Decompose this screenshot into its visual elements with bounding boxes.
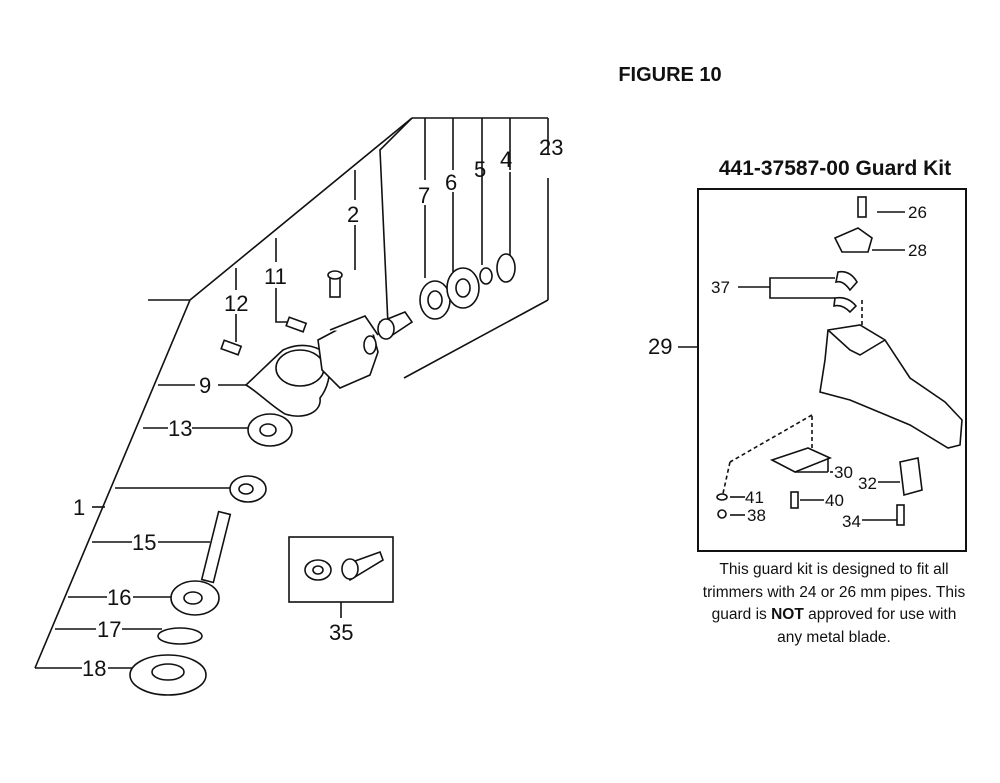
callout-6: 6 <box>445 170 457 195</box>
guard-kit-parts <box>678 196 963 526</box>
kit-note-text: This guard kit is designed to fit all tr… <box>702 561 966 623</box>
callout-9: 9 <box>199 373 211 398</box>
leader-lines <box>34 117 549 669</box>
kit-note-text-end: approved for use with any metal blade. <box>777 606 957 646</box>
callout-4: 4 <box>500 147 512 172</box>
callout-12: 12 <box>224 291 248 316</box>
kit-note-emphasis: NOT <box>771 606 804 623</box>
callout-34: 34 <box>842 512 861 531</box>
callout-1: 1 <box>73 495 85 520</box>
callout-7: 7 <box>418 183 430 208</box>
callout-40: 38 <box>747 506 766 525</box>
callout-28: 28 <box>908 241 927 260</box>
callout-37: 37 <box>711 278 730 297</box>
guard-kit-title: 441-37587-00 Guard Kit <box>718 157 952 180</box>
callout-32: 32 <box>858 474 877 493</box>
callout-numbers: 23 4 5 6 7 2 11 12 9 13 1 15 16 17 18 35… <box>73 135 927 681</box>
callout-29: 29 <box>648 334 672 359</box>
callout-18: 18 <box>82 656 106 681</box>
guard-kit-frame <box>697 188 967 552</box>
callout-15: 15 <box>132 530 156 555</box>
callout-2: 2 <box>347 202 359 227</box>
callout-11: 11 <box>264 264 287 289</box>
callout-17: 17 <box>97 617 121 642</box>
callout-16: 16 <box>107 585 131 610</box>
callout-13: 13 <box>168 416 192 441</box>
callout-38: 40 <box>825 491 844 510</box>
gear-head-assembly <box>129 253 516 696</box>
callout-5: 5 <box>474 157 486 182</box>
callout-30: 30 <box>834 463 853 482</box>
callout-23: 23 <box>539 135 563 160</box>
figure-title: FIGURE 10 <box>618 64 722 86</box>
guard-kit-note: This guard kit is designed to fit all tr… <box>698 559 970 649</box>
callout-41: 41 <box>745 488 764 507</box>
callout-26: 26 <box>908 203 927 222</box>
callout-35: 35 <box>329 620 353 645</box>
